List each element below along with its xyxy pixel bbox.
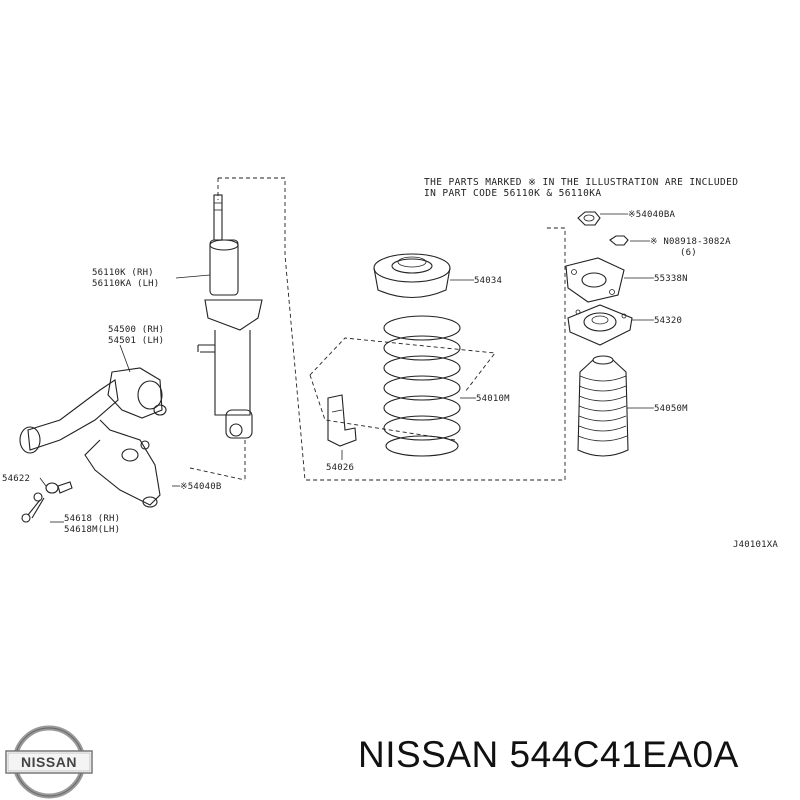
- logo-text: NISSAN: [21, 754, 77, 770]
- dust-boot: [577, 355, 629, 457]
- nissan-logo: NISSAN: [5, 725, 93, 799]
- label-bound-bumper: 54026: [326, 463, 354, 473]
- label-bolt: ※54040B: [180, 482, 221, 492]
- washer-nut: [609, 235, 629, 246]
- label-bushing: 54622: [2, 474, 30, 484]
- label-coil-spring: 54010M: [476, 394, 510, 404]
- note-line-2: IN PART CODE 56110K & 56110KA: [424, 188, 601, 199]
- label-arm-rh: 54500 (RH): [108, 325, 164, 335]
- label-link-rh: 54618 (RH): [64, 514, 120, 524]
- coil-spring: [383, 315, 461, 457]
- shock-absorber-strut: [197, 194, 263, 439]
- spring-seat: [373, 253, 451, 298]
- label-washer-nut: ※ N08918-3082A: [650, 237, 731, 247]
- stabilizer-link: [21, 492, 45, 523]
- label-spring-seat: 54034: [474, 276, 502, 286]
- label-washer-qty: (6): [680, 248, 697, 258]
- label-strut-rh: 56110K (RH): [92, 268, 154, 278]
- label-arm-lh: 54501 (LH): [108, 336, 164, 346]
- part-number-caption: NISSAN 544C41EA0A: [358, 734, 739, 775]
- label-strut-lh: 56110KA (LH): [92, 279, 159, 289]
- strut-mount-insulator: [567, 304, 633, 346]
- figure-code: J40101XA: [733, 540, 778, 550]
- mount-plate: [565, 257, 625, 303]
- label-mount-plate: 55338N: [654, 274, 688, 284]
- label-dust-boot: 54050M: [654, 404, 688, 414]
- bushing-bolt: [45, 481, 73, 494]
- assembly-dashed-outline: [189, 177, 566, 481]
- nut: [577, 211, 601, 226]
- label-link-lh: 54618M(LH): [64, 525, 120, 535]
- lower-control-arm: [19, 367, 167, 508]
- label-nut: ※54040BA: [628, 210, 675, 220]
- note-line-1: THE PARTS MARKED ※ IN THE ILLUSTRATION A…: [424, 177, 738, 188]
- bound-bumper: [327, 394, 357, 447]
- label-insulator: 54320: [654, 316, 682, 326]
